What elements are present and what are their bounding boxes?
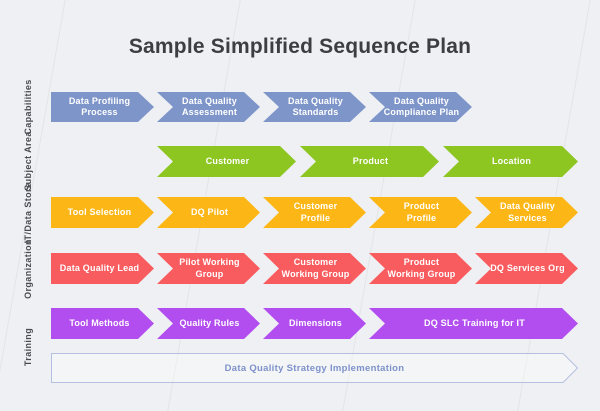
chevron-step-label-line: Working Group xyxy=(387,268,456,279)
chevron-step-label-line: Profile xyxy=(300,212,331,223)
chevron-step-label-line: Pilot Working xyxy=(179,257,240,268)
chevron-step-label-line: Compliance Plan xyxy=(383,107,460,117)
chevron-step-label-line: Data Quality xyxy=(182,95,237,106)
chevron-step-label-line: Assessment xyxy=(181,107,238,117)
chevron-step-training-2: Dimensions xyxy=(263,308,366,339)
strategy-arrow-label: Data Quality Strategy Implementation xyxy=(224,362,405,374)
chevron-step-label-line: Dimensions xyxy=(288,317,342,328)
chevron-step-training-1: Quality Rules xyxy=(157,308,260,339)
chevron-step-training-3: DQ SLC Training for IT xyxy=(369,308,578,339)
chevron-step-label-line: Customer xyxy=(293,201,338,212)
chevron-step-label-line: Profile xyxy=(406,212,437,223)
chevron-step-label-line: Product xyxy=(352,155,389,166)
chevron-step-it-data-store-1: DQ Pilot xyxy=(157,197,260,228)
chevron-step-training-0: Tool Methods xyxy=(51,308,154,339)
chevron-step-label-line: Group xyxy=(195,268,224,279)
chevron-step-label-line: Working Group xyxy=(281,268,350,279)
chevron-step-label-line: Data Profiling xyxy=(68,95,131,106)
chevron-step-label-line: Customer xyxy=(293,257,338,268)
chevron-step-subject-area-1: Product xyxy=(300,146,439,177)
row-label-organization: Organization xyxy=(23,239,33,299)
chevron-step-label-line: Data Quality Lead xyxy=(59,262,140,273)
chevron-step-label-line: Tool Methods xyxy=(69,317,130,328)
chevron-step-label-line: Product xyxy=(403,201,440,212)
chevron-step-label-line: Data Quality xyxy=(394,95,449,106)
chevron-step-label-line: Location xyxy=(491,155,532,166)
chevron-step-label-line: DQ SLC Training for IT xyxy=(424,317,525,328)
page-title: Sample Simplified Sequence Plan xyxy=(128,35,472,58)
chevron-step-label-line: Product xyxy=(403,257,440,268)
chevron-step-organization-4: DQ Services Org xyxy=(475,253,578,284)
chevron-step-label-line: Process xyxy=(81,107,118,117)
chevron-step-it-data-store-0: Tool Selection xyxy=(51,197,154,228)
row-label-it-data-store: IT/Data Store xyxy=(23,182,33,244)
chevron-step-subject-area-0: Customer xyxy=(157,146,296,177)
chevron-step-label-line: Customer xyxy=(205,155,250,166)
chevron-step-label-line: Services xyxy=(508,212,547,223)
strategy-arrow-outline xyxy=(51,353,578,383)
chevron-step-label-line: Tool Selection xyxy=(67,206,132,217)
chevron-step-label-line: Standards xyxy=(292,107,339,117)
row-label-capabilities: Capabilities xyxy=(23,79,33,135)
chevron-step-label-line: DQ Pilot xyxy=(190,206,229,217)
chevron-step-label-line: Data Quality xyxy=(500,201,555,212)
chevron-step-label-line: Quality Rules xyxy=(179,317,240,328)
strategy-arrow: Data Quality Strategy Implementation xyxy=(51,353,578,383)
row-label-training: Training xyxy=(23,327,33,367)
chevron-step-label-line: Data Quality xyxy=(288,95,343,106)
chevron-step-subject-area-2: Location xyxy=(443,146,578,177)
chevron-step-organization-0: Data Quality Lead xyxy=(51,253,154,284)
chevron-step-label-line: DQ Services Org xyxy=(490,262,565,273)
